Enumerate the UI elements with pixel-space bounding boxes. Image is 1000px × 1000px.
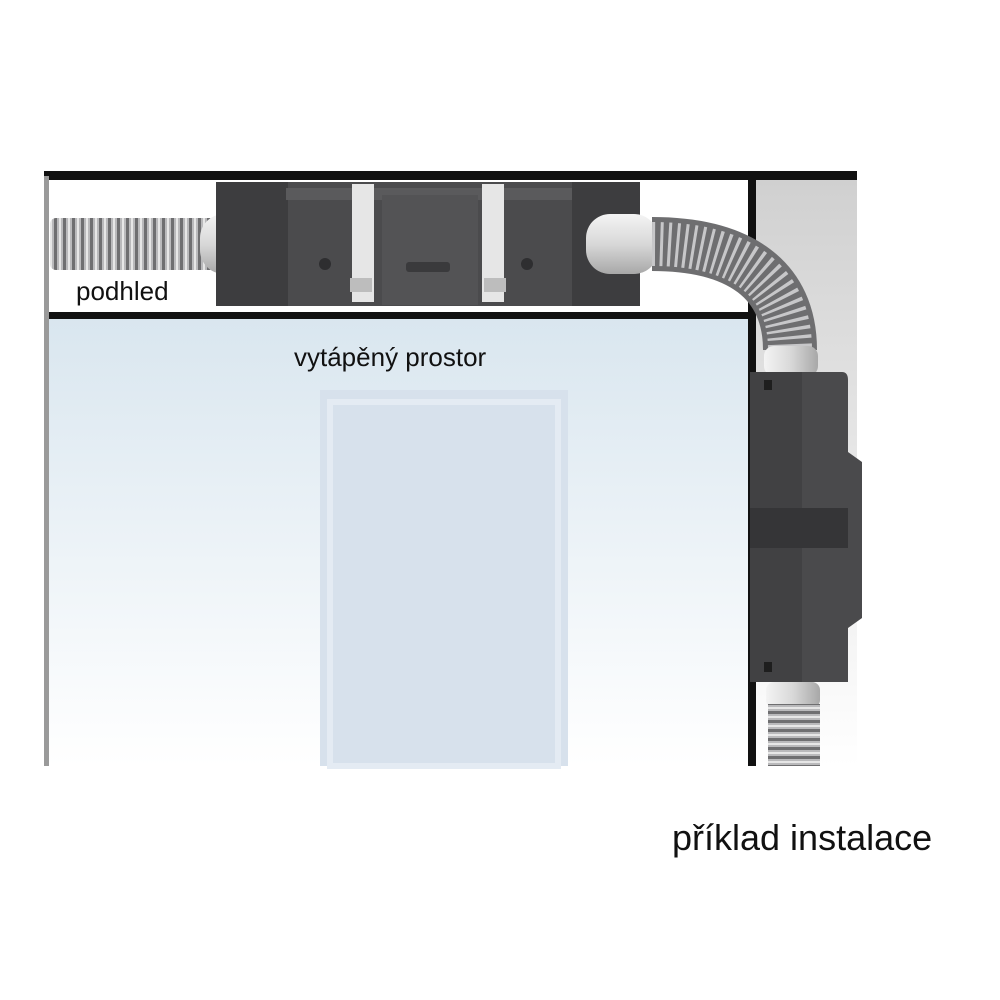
heated-room-label: vytápěný prostor [294,342,487,372]
roof-slab [44,171,857,180]
wall-unit [750,372,862,682]
left-air-hose [50,218,218,270]
ceiling-unit [216,182,640,306]
ceiling-label: podhled [76,276,169,306]
left-wall [44,176,49,766]
ceiling-line [44,312,755,319]
bottom-air-hose [768,704,820,766]
right-hose-connector [586,214,658,274]
wall-unit-top-connector [764,346,818,376]
right-air-hose [651,217,817,352]
diagram-caption: příklad instalace [672,817,933,858]
door [320,390,568,766]
wall-unit-bottom-connector [766,682,820,708]
door-panel [327,399,561,769]
